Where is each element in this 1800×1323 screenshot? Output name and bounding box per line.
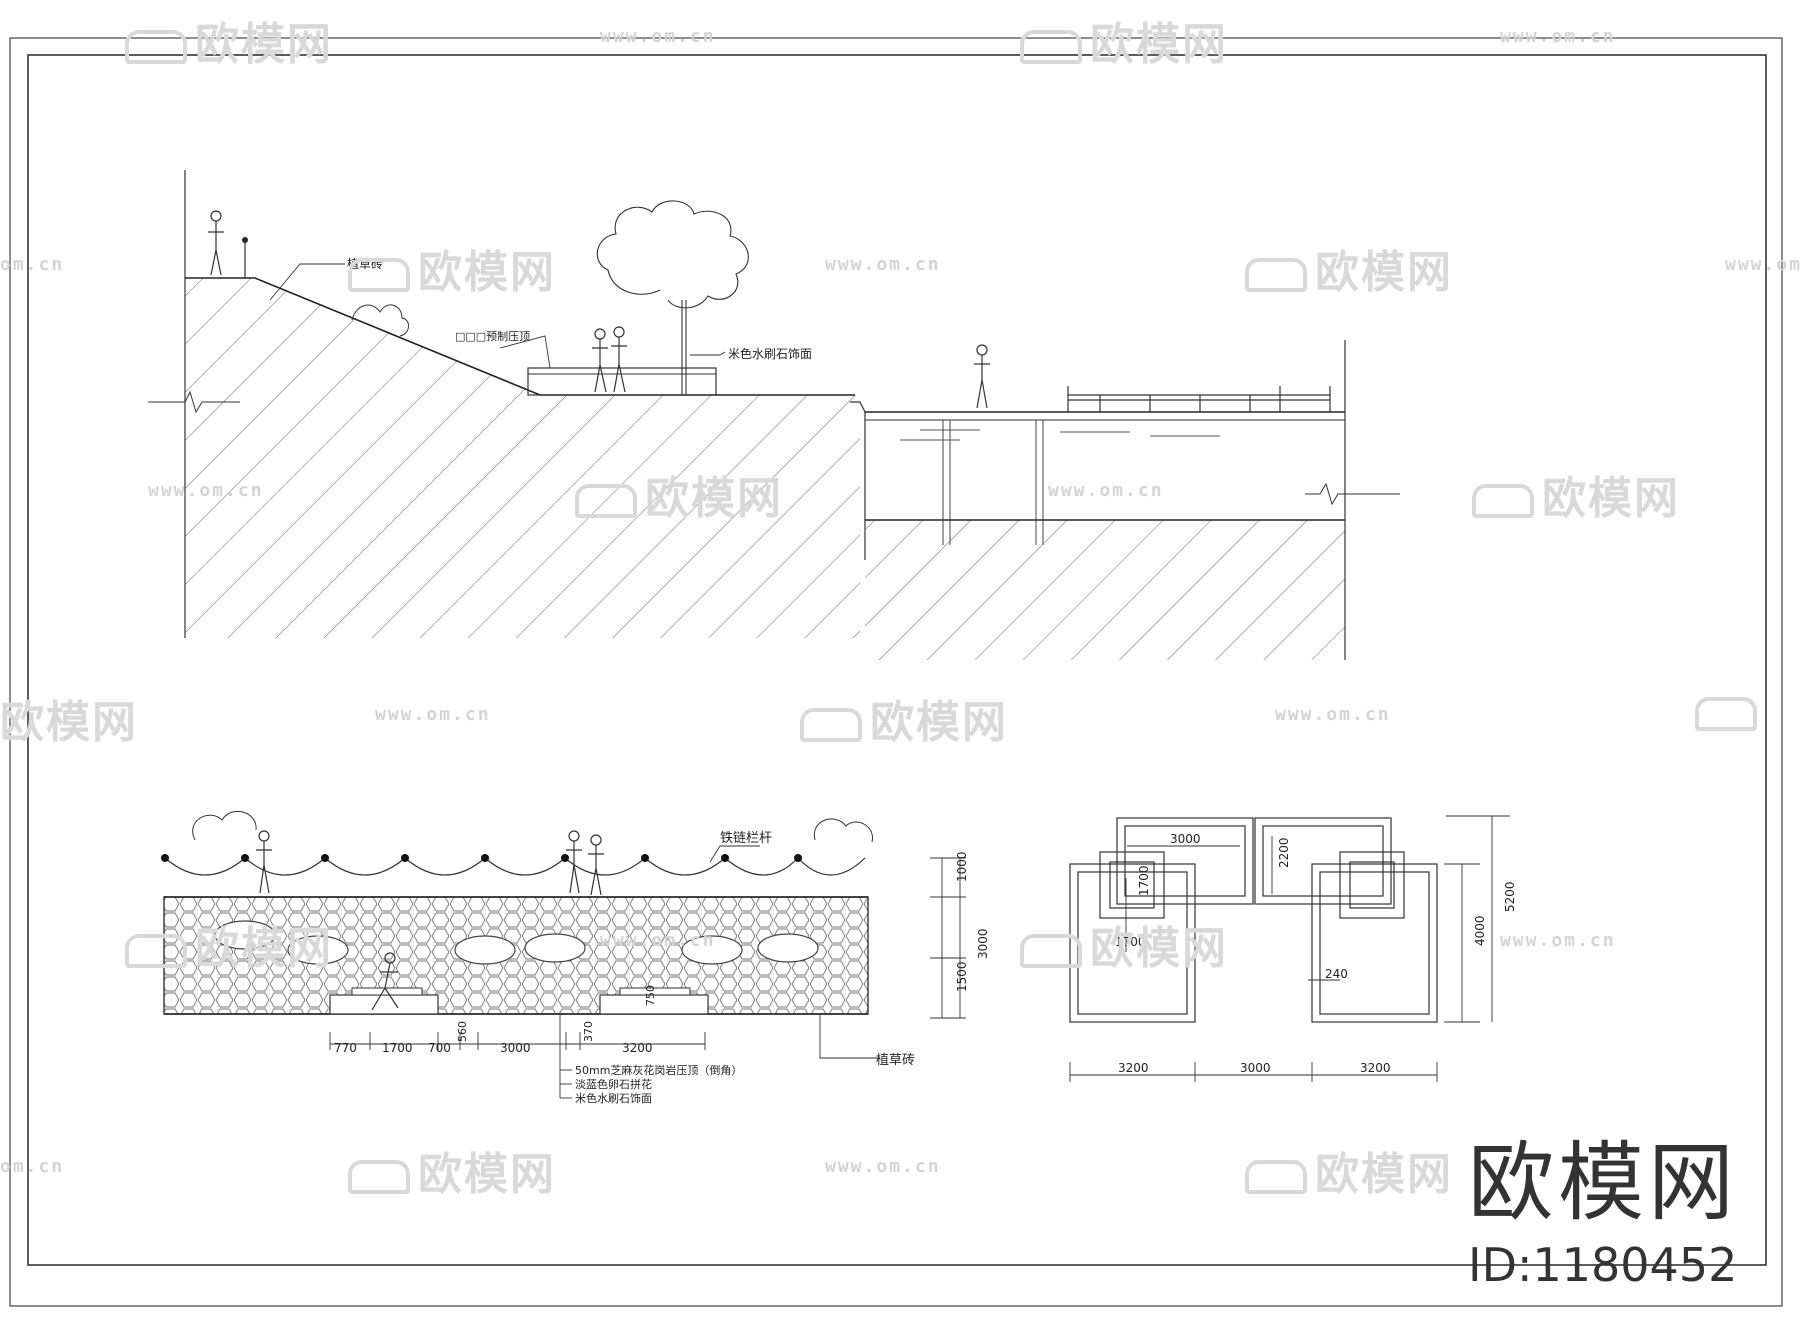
label-pebble: 淡蓝色卵石拼花 bbox=[575, 1077, 652, 1091]
label-grass-brick: 植草砖 bbox=[876, 1053, 915, 1068]
pond-basin bbox=[865, 520, 1345, 660]
dim-label: 3000 bbox=[1170, 832, 1201, 846]
coping-planter bbox=[527, 367, 717, 396]
plan-outline-left bbox=[1069, 863, 1196, 1023]
plan-outline-right bbox=[1311, 863, 1438, 1023]
dim-label: 1700 bbox=[382, 1041, 413, 1055]
dim-label: 3000 bbox=[1240, 1061, 1271, 1075]
tree-icon bbox=[596, 200, 749, 395]
person-figure-icon bbox=[208, 210, 990, 409]
label-precast-coping: □□□预制压顶 bbox=[455, 330, 530, 343]
dim-label: 3000 bbox=[500, 1041, 531, 1055]
label-washed-stone: 米色水刷石饰面 bbox=[575, 1091, 652, 1105]
plan-drawing bbox=[1069, 815, 1510, 1082]
railing-post bbox=[161, 854, 802, 862]
slope-ground bbox=[185, 278, 860, 638]
hexagon-wall bbox=[163, 896, 869, 1015]
shrub-icon bbox=[351, 304, 409, 337]
dim-label: 3000 bbox=[976, 928, 990, 959]
dimension-right bbox=[930, 857, 966, 1019]
plan-column-left bbox=[1099, 851, 1165, 919]
brand-corner: 欧模网 ID:1180452 bbox=[1468, 1140, 1738, 1292]
dim-label: 560 bbox=[456, 1021, 469, 1042]
plan-column-right bbox=[1339, 851, 1405, 919]
sheet-border bbox=[9, 37, 1783, 1307]
plan-bench-top-right bbox=[1254, 817, 1392, 905]
chain-railing bbox=[164, 857, 866, 876]
label-washed-stone: 米色水刷石饰面 bbox=[728, 347, 812, 361]
dim-label: 3200 bbox=[1118, 1061, 1149, 1075]
label-coping: 50mm芝麻灰花岗岩压顶（倒角） bbox=[575, 1063, 742, 1077]
dim-label: 1000 bbox=[955, 851, 969, 882]
water-surface bbox=[900, 429, 1220, 441]
dim-label: 1700 bbox=[1137, 865, 1151, 896]
dim-label: 3200 bbox=[622, 1041, 653, 1055]
person-figure-icon bbox=[256, 830, 604, 1011]
lamp-post-icon bbox=[242, 237, 248, 278]
dimension-bottom bbox=[329, 1032, 706, 1050]
dim-label: 750 bbox=[644, 985, 657, 1006]
deck-railing bbox=[1067, 386, 1331, 412]
dim-label: 240 bbox=[1325, 967, 1348, 981]
label-iron-chain-railing: 铁链栏杆 bbox=[720, 831, 772, 846]
dim-label: 1700 bbox=[1115, 935, 1146, 949]
dim-label: 5200 bbox=[1503, 881, 1517, 912]
bench-left bbox=[329, 994, 439, 1015]
label-grass-brick: 植草砖 bbox=[347, 256, 383, 271]
dim-label: 1500 bbox=[955, 961, 969, 992]
tree-icon bbox=[813, 818, 873, 843]
elevation-drawing: 770 1700 700 560 3000 370 3200 750 1000 … bbox=[161, 810, 990, 1105]
dim-label: 700 bbox=[428, 1041, 451, 1055]
brand-id: ID:1180452 bbox=[1468, 1238, 1738, 1292]
dim-label: 770 bbox=[334, 1041, 357, 1055]
dim-label: 2200 bbox=[1277, 837, 1291, 868]
brand-name: 欧模网 bbox=[1468, 1133, 1738, 1233]
plan-bench-top-left bbox=[1116, 817, 1254, 905]
dim-label: 370 bbox=[582, 1021, 595, 1042]
tree-icon bbox=[192, 810, 257, 841]
fish-mosaic-icon bbox=[214, 920, 819, 965]
dim-label: 3200 bbox=[1360, 1061, 1391, 1075]
section-drawing: 植草砖 □□□预制压顶 米色水刷石饰面 bbox=[148, 170, 1400, 660]
dim-label: 4000 bbox=[1473, 915, 1487, 946]
